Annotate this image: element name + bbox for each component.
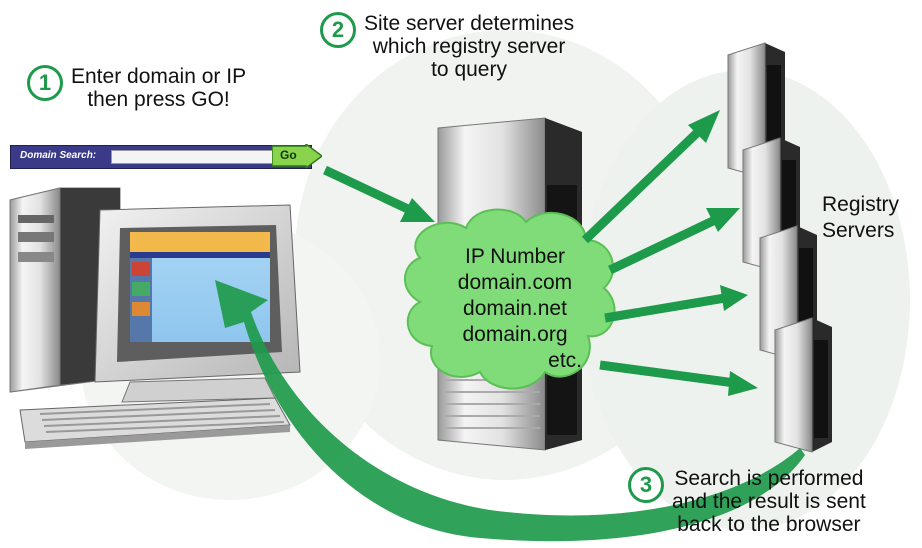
step-1-text: Enter domain or IP then press GO! (71, 65, 246, 111)
cloud-item-domain-org: domain.org (462, 323, 568, 346)
arrow-to-registry-2 (608, 208, 740, 275)
arrow-to-site-server (323, 165, 435, 222)
step-3: 3 Search is performed and the result is … (628, 467, 866, 536)
domain-search-bar: Domain Search: (10, 145, 312, 169)
cloud-labels: IP Number domain.com domain.net domain.o… (430, 244, 600, 374)
step-3-text: Search is performed and the result is se… (672, 467, 866, 536)
step-2-text: Site server determines which registry se… (364, 12, 574, 81)
registry-label-line-1: Registry (822, 193, 900, 216)
go-button-label: Go (280, 148, 297, 162)
step-1: 1 Enter domain or IP then press GO! (27, 65, 246, 111)
arrow-to-registry-1 (581, 110, 720, 244)
step-3-line-2: and the result is sent (672, 490, 866, 513)
registry-server-4 (774, 317, 832, 453)
keyboard (19, 397, 291, 449)
step-2: 2 Site server determines which registry … (320, 12, 574, 81)
cloud-item-domain-com: domain.com (457, 271, 573, 294)
cloud-item-ip-number: IP Number (465, 245, 565, 268)
step-3-line-3: back to the browser (677, 513, 861, 536)
go-button[interactable]: Go (272, 144, 322, 168)
user-computer (9, 187, 301, 449)
step-2-line-3: to query (431, 58, 507, 81)
return-arrow (215, 280, 805, 542)
cloud-item-domain-net: domain.net (463, 297, 567, 320)
data-cloud (404, 208, 616, 390)
arrow-to-registry-4 (599, 360, 758, 396)
crt-monitor (94, 204, 301, 403)
cloud-item-etc: etc. (548, 349, 582, 372)
domain-search-label: Domain Search: (20, 150, 97, 161)
step-3-line-1: Search is performed (674, 467, 864, 490)
step-1-number: 1 (27, 65, 63, 101)
go-button-shape (272, 144, 322, 168)
domain-search-input[interactable] (111, 150, 283, 164)
registry-servers (727, 42, 832, 453)
step-1-line-2: then press GO! (87, 88, 230, 111)
arrow-to-registry-3 (604, 285, 748, 323)
step-1-line-1: Enter domain or IP (71, 65, 247, 88)
registry-servers-label: Registry Servers (822, 192, 899, 244)
arrows (215, 110, 805, 542)
step-2-line-2: which registry server (372, 35, 566, 58)
step-2-number: 2 (320, 12, 356, 48)
step-3-number: 3 (628, 467, 664, 503)
registry-label-line-2: Servers (822, 219, 895, 242)
step-2-line-1: Site server determines (364, 12, 575, 35)
